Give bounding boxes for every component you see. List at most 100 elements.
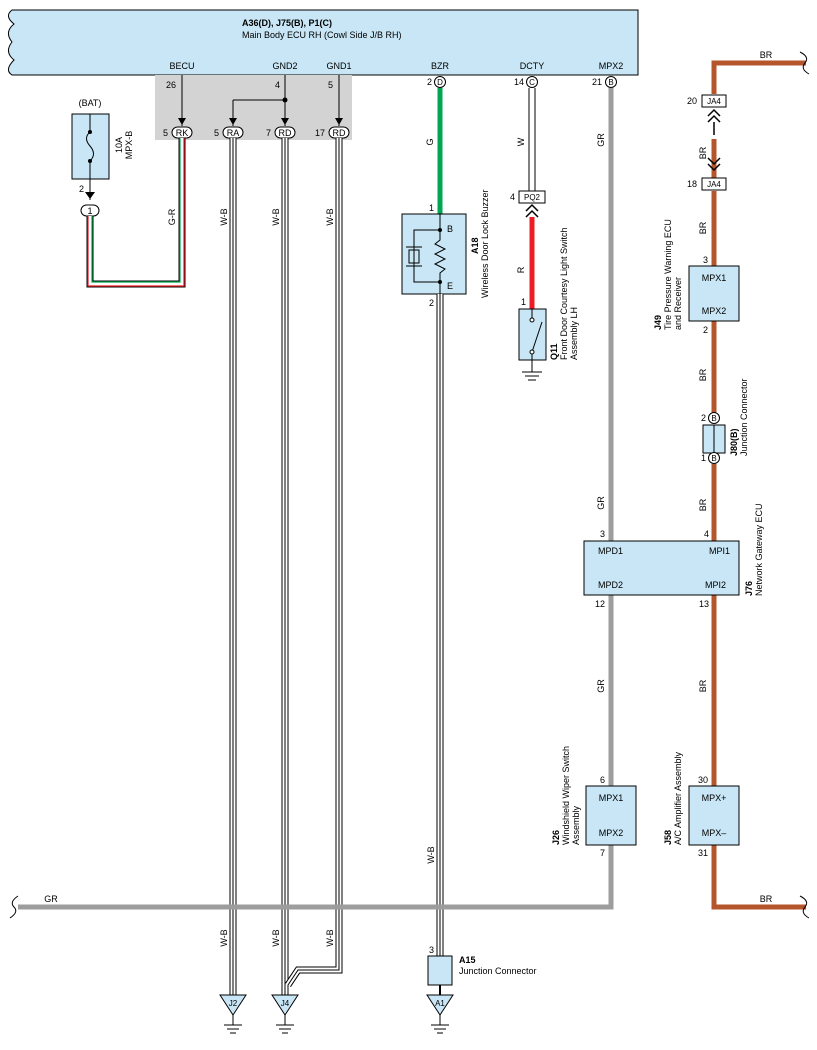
svg-text:2: 2 xyxy=(701,413,706,423)
wire-r: R xyxy=(516,217,535,309)
wiper-switch-j26: MPX1 MPX2 6 7 J26 Windshield Wiper Switc… xyxy=(551,746,637,858)
svg-text:GR: GR xyxy=(596,133,606,147)
j80-name: Junction Connector xyxy=(739,378,749,456)
svg-text:4: 4 xyxy=(510,192,515,202)
svg-text:1: 1 xyxy=(701,453,706,463)
svg-text:17: 17 xyxy=(315,128,325,138)
gnd1-label: GND1 xyxy=(326,61,351,71)
svg-text:5: 5 xyxy=(214,128,219,138)
svg-text:GR: GR xyxy=(596,679,606,693)
ecu-pin-bzr: D 2 xyxy=(427,76,446,88)
svg-text:RD: RD xyxy=(333,128,346,138)
svg-text:18: 18 xyxy=(687,179,697,189)
svg-text:13: 13 xyxy=(699,599,709,609)
gnd1-pin: 5 xyxy=(328,80,333,90)
svg-text:3: 3 xyxy=(703,255,708,265)
bzr-label: BZR xyxy=(431,61,450,71)
svg-text:W-B: W-B xyxy=(325,929,335,946)
fuse-name: MPX-B xyxy=(124,131,134,160)
fuse-rating: 10A xyxy=(114,137,124,153)
svg-text:MPX1: MPX1 xyxy=(702,273,727,283)
wire-w-dcty: W xyxy=(516,88,536,191)
svg-text:C: C xyxy=(529,78,535,87)
svg-text:MPX+: MPX+ xyxy=(702,793,727,803)
svg-text:MPX–: MPX– xyxy=(702,828,727,838)
connector-ja4: JA4 20 JA4 18 xyxy=(687,94,727,191)
gnd2-pin: 4 xyxy=(275,80,280,90)
svg-text:MPI2: MPI2 xyxy=(705,580,726,590)
tpms-ecu-j49: MPX1 MPX2 3 2 J49 Tire Pressure Warning … xyxy=(653,219,740,335)
svg-text:6: 6 xyxy=(600,775,605,785)
ac-amplifier-j58: MPX+ MPX– 30 31 J58 A/C Amplifier Assemb… xyxy=(663,751,740,858)
buzzer-name: Wireless Door Lock Buzzer xyxy=(480,189,490,298)
svg-text:1: 1 xyxy=(87,206,92,216)
switch-name-1: Front Door Courtesy Light Switch xyxy=(559,227,569,360)
becu-label: BECU xyxy=(169,61,194,71)
svg-text:W-B: W-B xyxy=(325,208,335,225)
svg-text:BR: BR xyxy=(760,50,773,60)
svg-text:E: E xyxy=(447,281,453,291)
svg-text:D: D xyxy=(437,78,443,87)
svg-text:5: 5 xyxy=(163,128,168,138)
svg-text:14: 14 xyxy=(514,77,524,87)
switch-name-2: Assembly LH xyxy=(569,307,579,360)
jb-pin-rd17: RD 17 xyxy=(315,126,350,139)
svg-text:RK: RK xyxy=(176,128,189,138)
svg-text:7: 7 xyxy=(600,848,605,858)
gnd2-label: GND2 xyxy=(272,61,297,71)
svg-text:MPX2: MPX2 xyxy=(599,828,624,838)
tpms-code: J49 xyxy=(653,315,663,330)
svg-text:20: 20 xyxy=(687,96,697,106)
svg-text:G-R: G-R xyxy=(167,208,177,225)
jb-pin-rk: RK 5 xyxy=(163,126,193,139)
ecu-connectors: A36(D), J75(B), P1(C) xyxy=(242,18,332,28)
svg-text:4: 4 xyxy=(704,529,709,539)
svg-text:BR: BR xyxy=(698,679,708,692)
svg-text:A1: A1 xyxy=(435,999,445,1008)
svg-text:JA4: JA4 xyxy=(707,97,721,106)
switch-q11: 1 Q11 Front Door Courtesy Light Switch A… xyxy=(518,227,579,381)
network-gateway-j76: MPD1 MPI1 MPD2 MPI2 3 4 12 13 J76 Networ… xyxy=(583,503,764,609)
svg-text:BR: BR xyxy=(698,221,708,234)
svg-text:MPX1: MPX1 xyxy=(599,793,624,803)
svg-text:MPI1: MPI1 xyxy=(709,546,730,556)
svg-text:JA4: JA4 xyxy=(707,180,721,189)
gnd2-splice-dot xyxy=(282,97,288,103)
svg-text:W-B: W-B xyxy=(271,208,281,225)
tpms-name-2: and Receiver xyxy=(673,277,683,330)
svg-text:MPD2: MPD2 xyxy=(598,580,623,590)
junction-connector-a15: 3 A15 Junction Connector xyxy=(427,945,537,995)
svg-text:B: B xyxy=(711,414,716,423)
svg-text:3: 3 xyxy=(429,945,434,955)
svg-text:2: 2 xyxy=(427,77,432,87)
svg-text:B: B xyxy=(447,224,453,234)
jb-pin-rd7: RD 7 xyxy=(266,126,296,139)
connector-pq2: PQ2 4 xyxy=(510,190,546,218)
svg-text:31: 31 xyxy=(698,848,708,858)
ground-j4: J4 xyxy=(271,994,299,1034)
wire-gr-bus: GR GR GR GR xyxy=(9,88,614,919)
ground-a1: A1 xyxy=(426,994,454,1034)
wiper-code: J26 xyxy=(551,830,561,845)
svg-text:W-B: W-B xyxy=(426,846,436,863)
ecu-pin-mpx2: B 21 xyxy=(592,76,617,88)
jb-arrowheads xyxy=(178,118,343,125)
jb-pin-ra: RA 5 xyxy=(214,126,244,139)
svg-text:GR: GR xyxy=(44,894,58,904)
svg-text:12: 12 xyxy=(595,599,605,609)
mpx2-label: MPX2 xyxy=(599,61,624,71)
wire-w-b-a15: W-B xyxy=(426,294,444,956)
svg-text:30: 30 xyxy=(698,775,708,785)
svg-text:2: 2 xyxy=(703,325,708,335)
svg-text:RD: RD xyxy=(279,128,292,138)
svg-text:1: 1 xyxy=(429,203,434,213)
svg-text:3: 3 xyxy=(600,529,605,539)
main-body-ecu: A36(D), J75(B), P1(C) Main Body ECU RH (… xyxy=(8,9,639,76)
svg-text:RA: RA xyxy=(227,128,240,138)
junction-connector-j80: B 2 B 1 J80(B) Junction Connector xyxy=(701,378,749,464)
svg-text:R: R xyxy=(516,266,526,273)
svg-text:7: 7 xyxy=(266,128,271,138)
bat-label: (BAT) xyxy=(79,98,102,108)
svg-text:J4: J4 xyxy=(281,999,290,1008)
svg-text:MPX2: MPX2 xyxy=(702,306,727,316)
